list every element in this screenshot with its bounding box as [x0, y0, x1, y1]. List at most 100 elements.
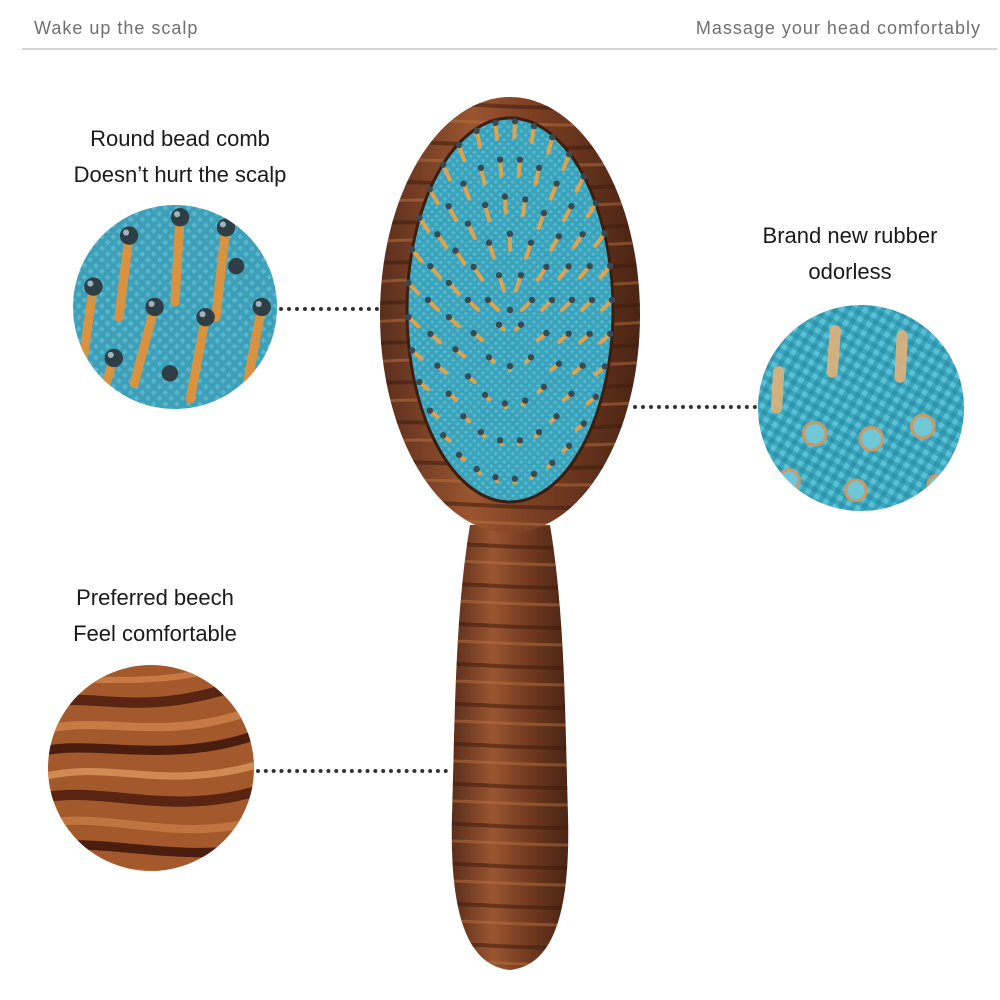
- brush-pin-bead: [553, 413, 560, 420]
- brush-pin-bead: [501, 400, 509, 407]
- brush-pin-bead: [527, 239, 535, 246]
- brush-pin-bead: [586, 262, 593, 270]
- hairbrush-image: [380, 97, 640, 970]
- header-bar: Wake up the scalp Massage your head comf…: [22, 0, 997, 50]
- caption-bead-line1: Round bead comb: [90, 126, 270, 151]
- brush-pin-bead: [565, 151, 573, 158]
- brush-pin-bead: [464, 373, 472, 380]
- brush-pin-bead: [580, 420, 588, 427]
- brush-pin-bead: [445, 203, 452, 210]
- brush-pin-bead: [464, 296, 472, 304]
- brush-pin-bead: [511, 118, 519, 125]
- brush-pin-bead: [440, 432, 447, 439]
- brush-pin-bead: [408, 347, 416, 354]
- brush-pin-bead: [516, 156, 524, 163]
- brush-pin-bead: [506, 362, 514, 370]
- brush-pin-bead: [527, 354, 535, 361]
- brush-pin-bead: [492, 119, 499, 127]
- brush-pin-bead: [496, 437, 504, 444]
- brush-pin-bead: [481, 391, 489, 399]
- brush-pin-bead: [455, 141, 463, 149]
- brush-pin-bead: [530, 470, 538, 478]
- brush-pin-bead: [530, 122, 538, 130]
- brush-pin-bead: [434, 362, 441, 369]
- dotted-leader-bead: [279, 307, 379, 311]
- brush-pin-bead: [501, 193, 509, 200]
- brush-pin-bead: [452, 346, 459, 353]
- brush-pin-bead: [445, 313, 453, 321]
- brush-pin-bead: [548, 296, 556, 304]
- brush-pin-bead: [568, 390, 575, 397]
- brush-pin-bead: [543, 263, 550, 271]
- brush-pin-bead: [580, 173, 588, 180]
- header-right-text: Massage your head comfortably: [695, 18, 981, 38]
- brush-pin-bead: [460, 413, 467, 420]
- brush-pin-bead: [416, 378, 423, 386]
- brush-pin-bead: [579, 362, 586, 369]
- brush-pin-bead: [549, 134, 556, 141]
- brush-pin-bead: [405, 279, 412, 287]
- brush-pin-bead: [495, 321, 503, 328]
- brush-pin-bead: [608, 296, 616, 304]
- brush-pin-bead: [601, 230, 608, 237]
- brush-pin-bead: [477, 428, 485, 436]
- brush-pin-bead: [473, 127, 480, 135]
- brush-pin-bead: [568, 203, 575, 210]
- brush-pin-bead: [408, 246, 416, 253]
- brush-pin-bead: [540, 209, 548, 217]
- brush-pin-bead: [553, 180, 560, 187]
- dotted-leader-beech: [256, 769, 448, 773]
- beech-wood-closeup-image: [48, 665, 254, 871]
- brush-pin-bead: [440, 161, 447, 168]
- caption-beech-line1: Preferred beech: [76, 585, 234, 610]
- caption-bead-line2: Doesn’t hurt the scalp: [73, 162, 287, 187]
- brush-pin-bead: [426, 407, 434, 414]
- brush-pin-bead: [606, 262, 614, 270]
- brush-pin-bead: [540, 383, 548, 391]
- brush-pin-bead: [485, 239, 493, 246]
- brush-pin-bead: [565, 330, 572, 337]
- brush-pin-bead: [495, 272, 503, 279]
- brush-pin-bead: [606, 330, 614, 338]
- brush-pin-bead: [492, 473, 499, 481]
- brush-pin-bead: [470, 329, 477, 337]
- brush-pin-bead: [568, 296, 576, 304]
- brush-pin-bead: [535, 428, 543, 436]
- brush-pin-bead: [445, 279, 453, 287]
- brush-pin-bead: [470, 263, 477, 271]
- brush-pin-bead: [434, 231, 441, 238]
- brush-pin-bead: [473, 465, 480, 473]
- brush-pin-bead: [565, 442, 573, 449]
- brush-pin-bead: [549, 459, 556, 466]
- brush-pin-bead: [516, 437, 524, 444]
- brush-pin-bead: [586, 330, 593, 338]
- brush-pin-bead: [405, 313, 412, 321]
- brush-pin-bead: [481, 201, 489, 209]
- brush-pin-bead: [601, 363, 608, 370]
- brush-pin-bead: [555, 233, 563, 240]
- brush-pin-bead: [484, 296, 492, 304]
- brush-pin-bead: [477, 164, 485, 172]
- brush-pin-bead: [445, 390, 452, 397]
- caption-bead-comb: Round bead comb Doesn’t hurt the scalp: [40, 121, 320, 193]
- brush-pin-bead: [588, 296, 596, 304]
- brush-pin-bead: [555, 360, 563, 367]
- caption-rubber-line2: odorless: [808, 259, 892, 284]
- caption-rubber: Brand new rubber odorless: [720, 218, 980, 290]
- brush-pin-bead: [460, 180, 467, 187]
- brush-pin-bead: [543, 329, 550, 337]
- brush-pin-bead: [517, 321, 525, 328]
- brush-pin-bead: [455, 451, 463, 459]
- brush-pin-bead: [522, 196, 529, 203]
- brush-pin-bead: [427, 262, 434, 270]
- brush-pin-bead: [496, 156, 504, 163]
- brush-pin-bead: [464, 220, 472, 227]
- brush-pin-bead: [517, 272, 525, 279]
- rubber-cushion-closeup-image: [758, 305, 964, 511]
- brush-pin-bead: [535, 164, 543, 172]
- brush-pin-bead: [426, 186, 434, 193]
- brush-pin-bead: [485, 354, 493, 361]
- brush-pin-bead: [592, 200, 600, 207]
- brush-pin-bead: [427, 330, 434, 338]
- bead-pins-closeup-image: [73, 205, 277, 409]
